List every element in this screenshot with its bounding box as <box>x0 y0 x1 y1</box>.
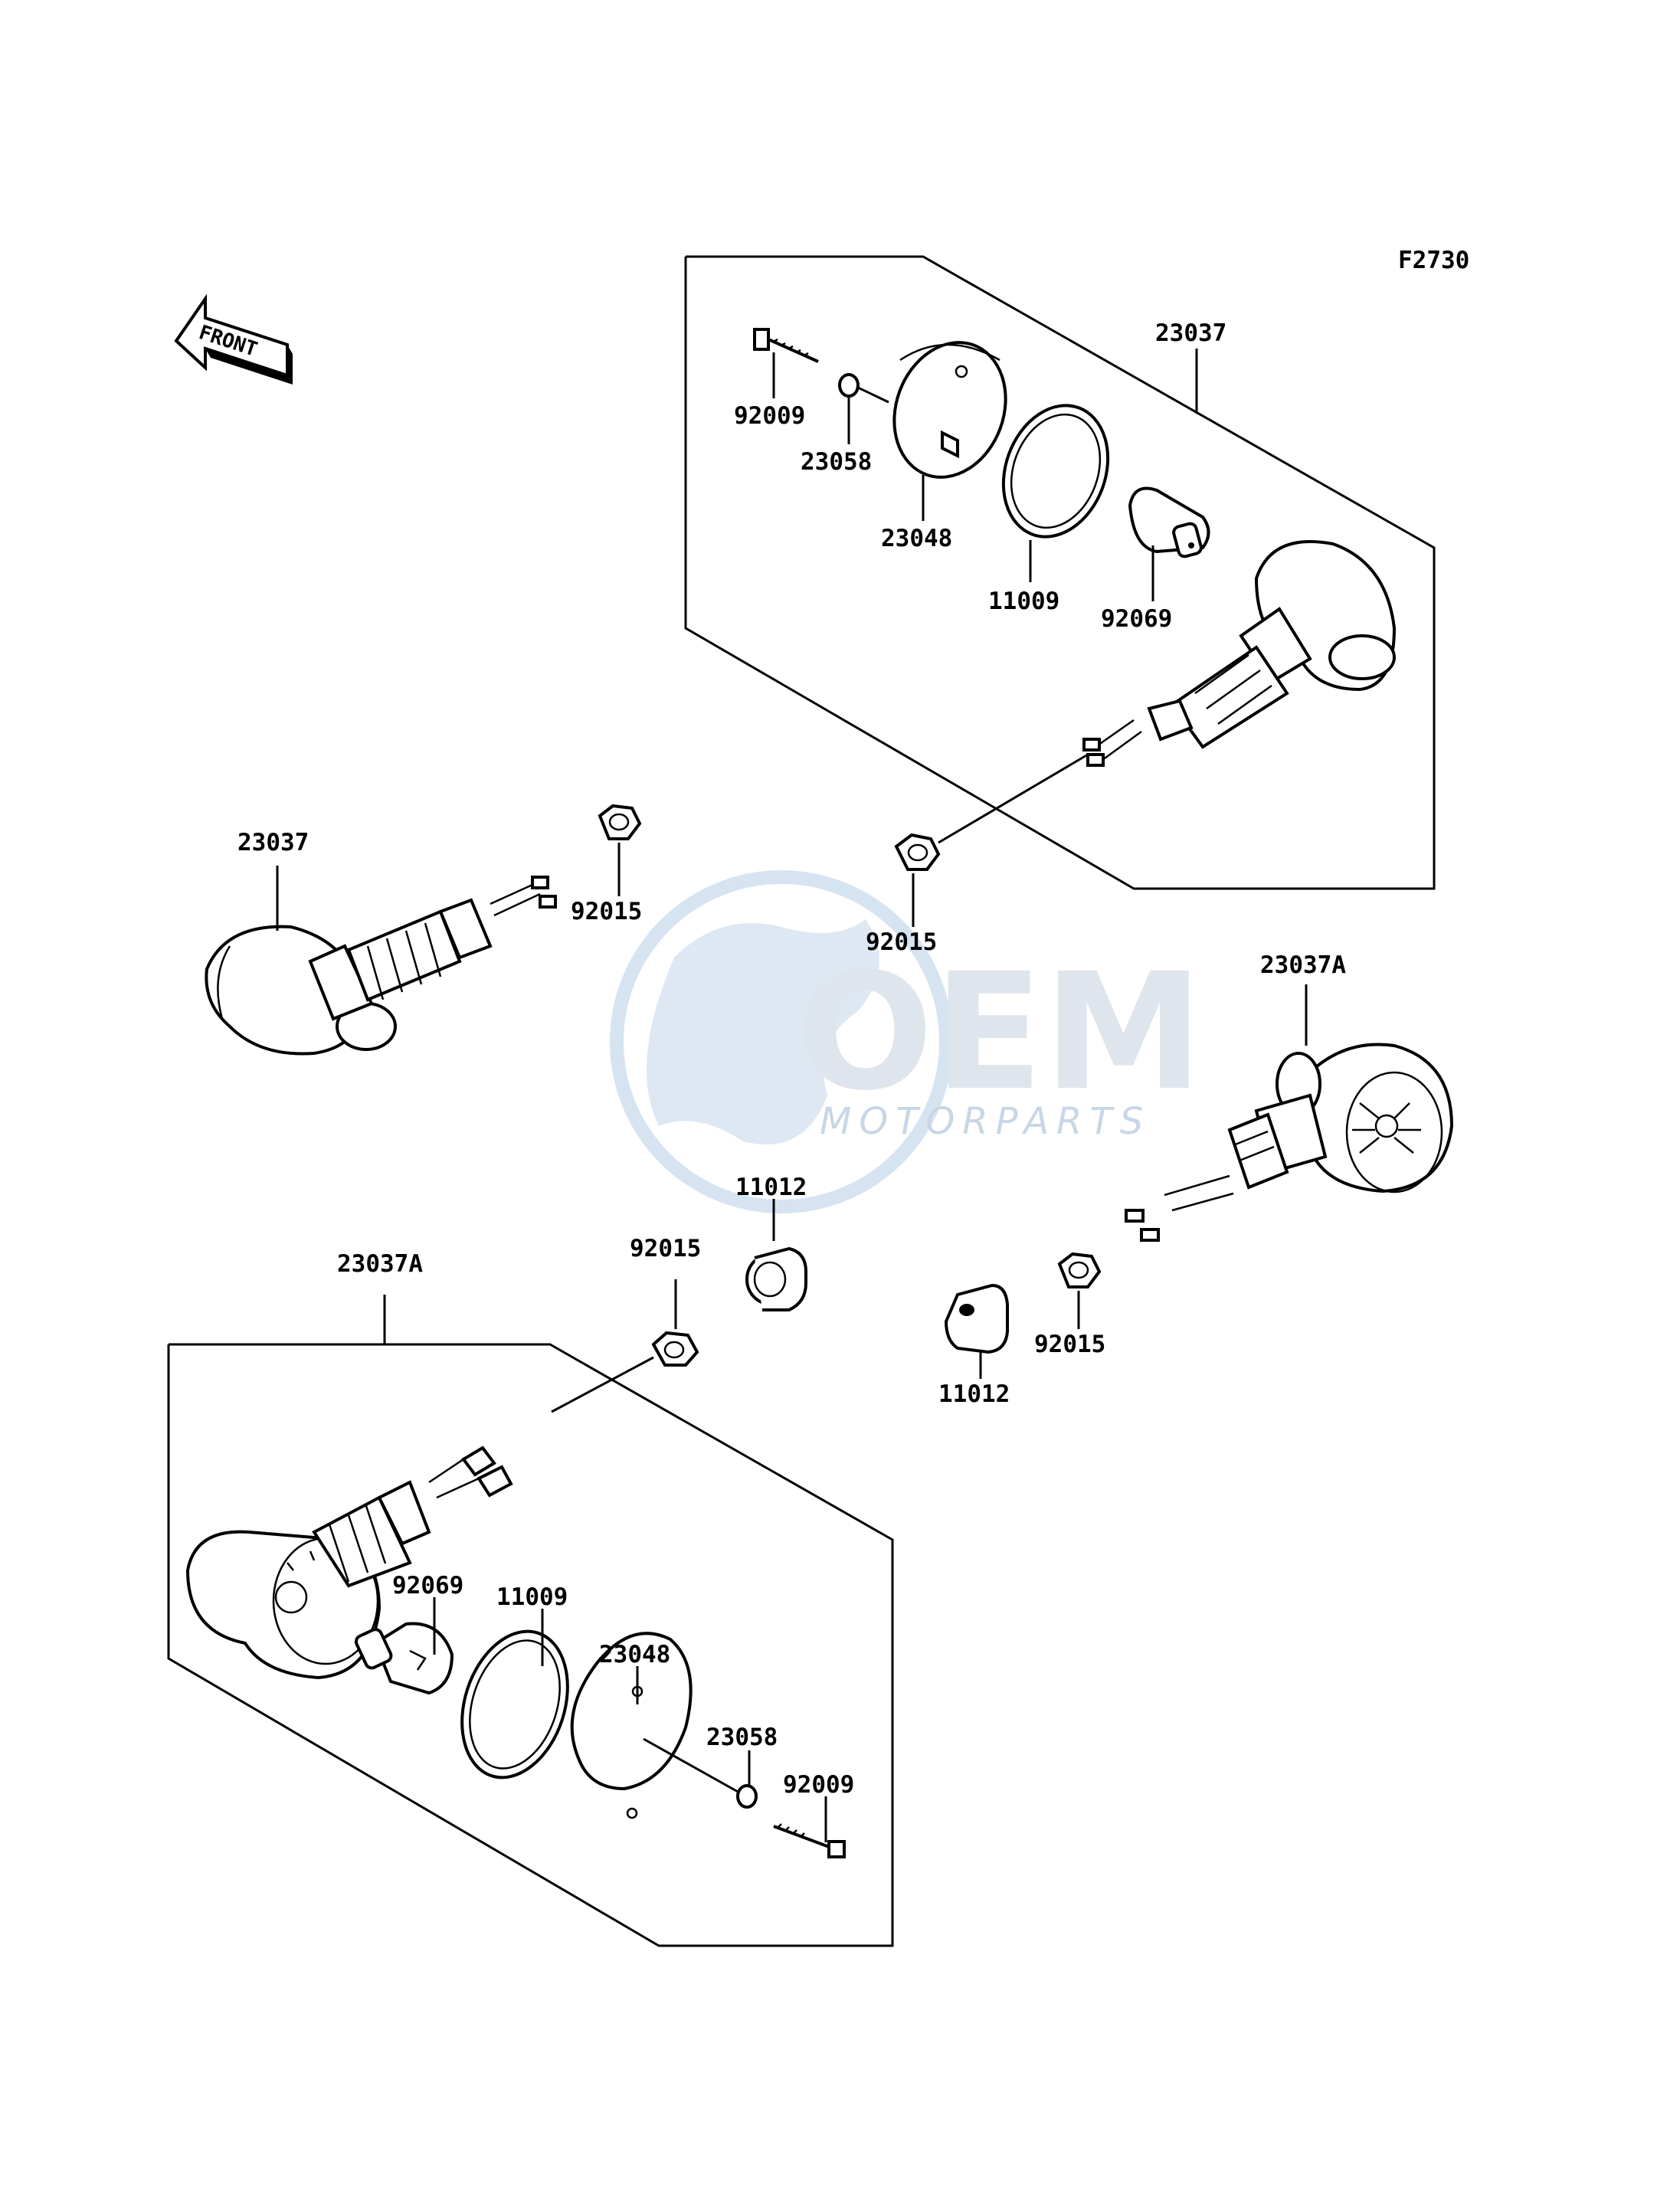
callout-92069-bottom: 92069 <box>392 1572 463 1599</box>
callout-11009: 11009 <box>988 588 1059 615</box>
lens-icon <box>892 341 1007 479</box>
watermark-brand: OEM <box>797 938 1204 1126</box>
nut-icon <box>894 753 1089 871</box>
mid-spacer: 11012 <box>735 1174 807 1311</box>
callout-11009-bottom: 11009 <box>496 1583 568 1611</box>
callout-23048: 23048 <box>881 525 952 552</box>
left-group: 23037 92015 <box>205 804 642 1056</box>
callout-11012-right: 11012 <box>938 1380 1010 1408</box>
nut-icon <box>598 804 642 840</box>
washer-icon <box>736 1784 758 1809</box>
bottom-group: 23037A 92015 92069 11009 23048 23058 920… <box>167 1235 894 1947</box>
watermark: OEM MOTORPARTS <box>610 870 1204 1213</box>
callout-23058-bottom: 23058 <box>706 1724 778 1751</box>
callout-92015-right: 92015 <box>1034 1331 1105 1358</box>
callout-11012-mid: 11012 <box>735 1174 807 1201</box>
callout-23037: 23037 <box>1155 319 1226 347</box>
nut-icon <box>551 1331 699 1413</box>
bolt-icon <box>753 328 819 363</box>
callout-92009: 92009 <box>734 402 805 430</box>
gasket-icon <box>1001 404 1110 539</box>
callout-92015-top: 92015 <box>866 928 937 956</box>
gasket-icon <box>460 1629 569 1780</box>
callout-23037a-right: 23037A <box>1260 951 1346 979</box>
front-arrow-icon: FRONT <box>174 293 293 385</box>
bulb-icon <box>1128 486 1210 558</box>
turn-signal-icon <box>205 876 557 1056</box>
callout-92015-bottom: 92015 <box>630 1235 701 1262</box>
turn-signal-icon <box>1082 540 1397 767</box>
top-group: 23037 92009 23058 23048 11009 92069 9201… <box>684 255 1436 956</box>
spacer-icon <box>944 1283 1009 1354</box>
callout-92015-left: 92015 <box>571 898 642 925</box>
nut-icon <box>1057 1252 1102 1288</box>
right-group: 23037A 92015 11012 <box>938 951 1454 1408</box>
callout-92069: 92069 <box>1101 605 1172 633</box>
washer-icon <box>838 373 860 398</box>
callout-23037a-bottom: 23037A <box>337 1250 423 1278</box>
figure-code: F2730 <box>1398 247 1469 274</box>
bolt-icon <box>773 1823 846 1858</box>
watermark-sub: MOTORPARTS <box>820 1100 1151 1143</box>
callout-23037-left: 23037 <box>237 829 309 856</box>
turn-signal-icon <box>1125 1043 1454 1242</box>
callout-23048-bottom: 23048 <box>599 1641 670 1668</box>
spacer-icon <box>745 1246 807 1311</box>
bulb-icon <box>354 1622 454 1695</box>
turn-signal-icon <box>185 1446 513 1680</box>
callout-23058: 23058 <box>801 448 872 476</box>
callout-92009-bottom: 92009 <box>783 1771 854 1799</box>
